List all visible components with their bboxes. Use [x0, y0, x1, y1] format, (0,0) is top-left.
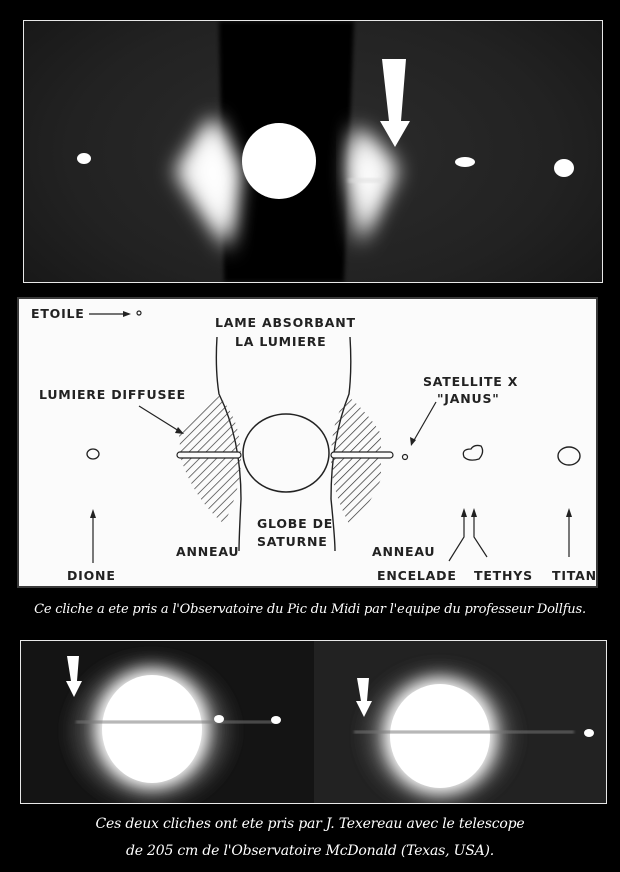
label-dione: DIONE	[67, 568, 116, 583]
saturn-globe	[242, 123, 316, 199]
label-encelade: ENCELADE	[377, 568, 457, 583]
label-satellite-x: SATELLITE X	[423, 374, 519, 389]
saturn-diagram	[86, 310, 581, 563]
label-anneau-left: ANNEAU	[176, 544, 240, 559]
left-photo-render	[66, 656, 281, 803]
diagram-panel: ETOILE LAME ABSORBANT LA LUMIERE LUMIERE…	[17, 297, 598, 588]
bottom-left-photo	[21, 641, 314, 803]
down-arrow-icon	[356, 678, 372, 717]
caption-texereau-line2: de 205 cm de l'Observatoire McDonald (Te…	[125, 843, 495, 859]
down-arrow-icon	[66, 656, 82, 697]
satellite-dione	[77, 153, 91, 164]
right-photo-render	[354, 668, 594, 803]
label-etoile: ETOILE	[31, 306, 85, 321]
bottom-photos	[20, 640, 607, 804]
top-saturn-photo	[23, 20, 603, 283]
label-janus: "JANUS"	[437, 391, 500, 406]
label-anneau-right: ANNEAU	[372, 544, 436, 559]
label-lumiere-diffusee: LUMIERE DIFFUSEE	[39, 387, 186, 402]
label-titan: TITAN	[552, 568, 597, 583]
down-arrow-icon	[380, 59, 410, 147]
caption-texereau-line1: Ces deux cliches ont ete pris par J. Tex…	[95, 816, 525, 832]
satellite-titan	[554, 159, 574, 177]
bottom-right-photo	[314, 641, 606, 803]
caption-pic-du-midi: Ce cliche a ete pris a l'Observatoire du…	[34, 602, 586, 617]
label-globe-line1: GLOBE DE	[257, 516, 334, 531]
label-tethys: TETHYS	[474, 568, 533, 583]
satellite-tethys	[455, 157, 475, 167]
label-globe-line2: SATURNE	[257, 534, 328, 549]
label-lame-line2: LA LUMIERE	[235, 334, 327, 349]
label-lame-line1: LAME ABSORBANT	[215, 315, 356, 330]
